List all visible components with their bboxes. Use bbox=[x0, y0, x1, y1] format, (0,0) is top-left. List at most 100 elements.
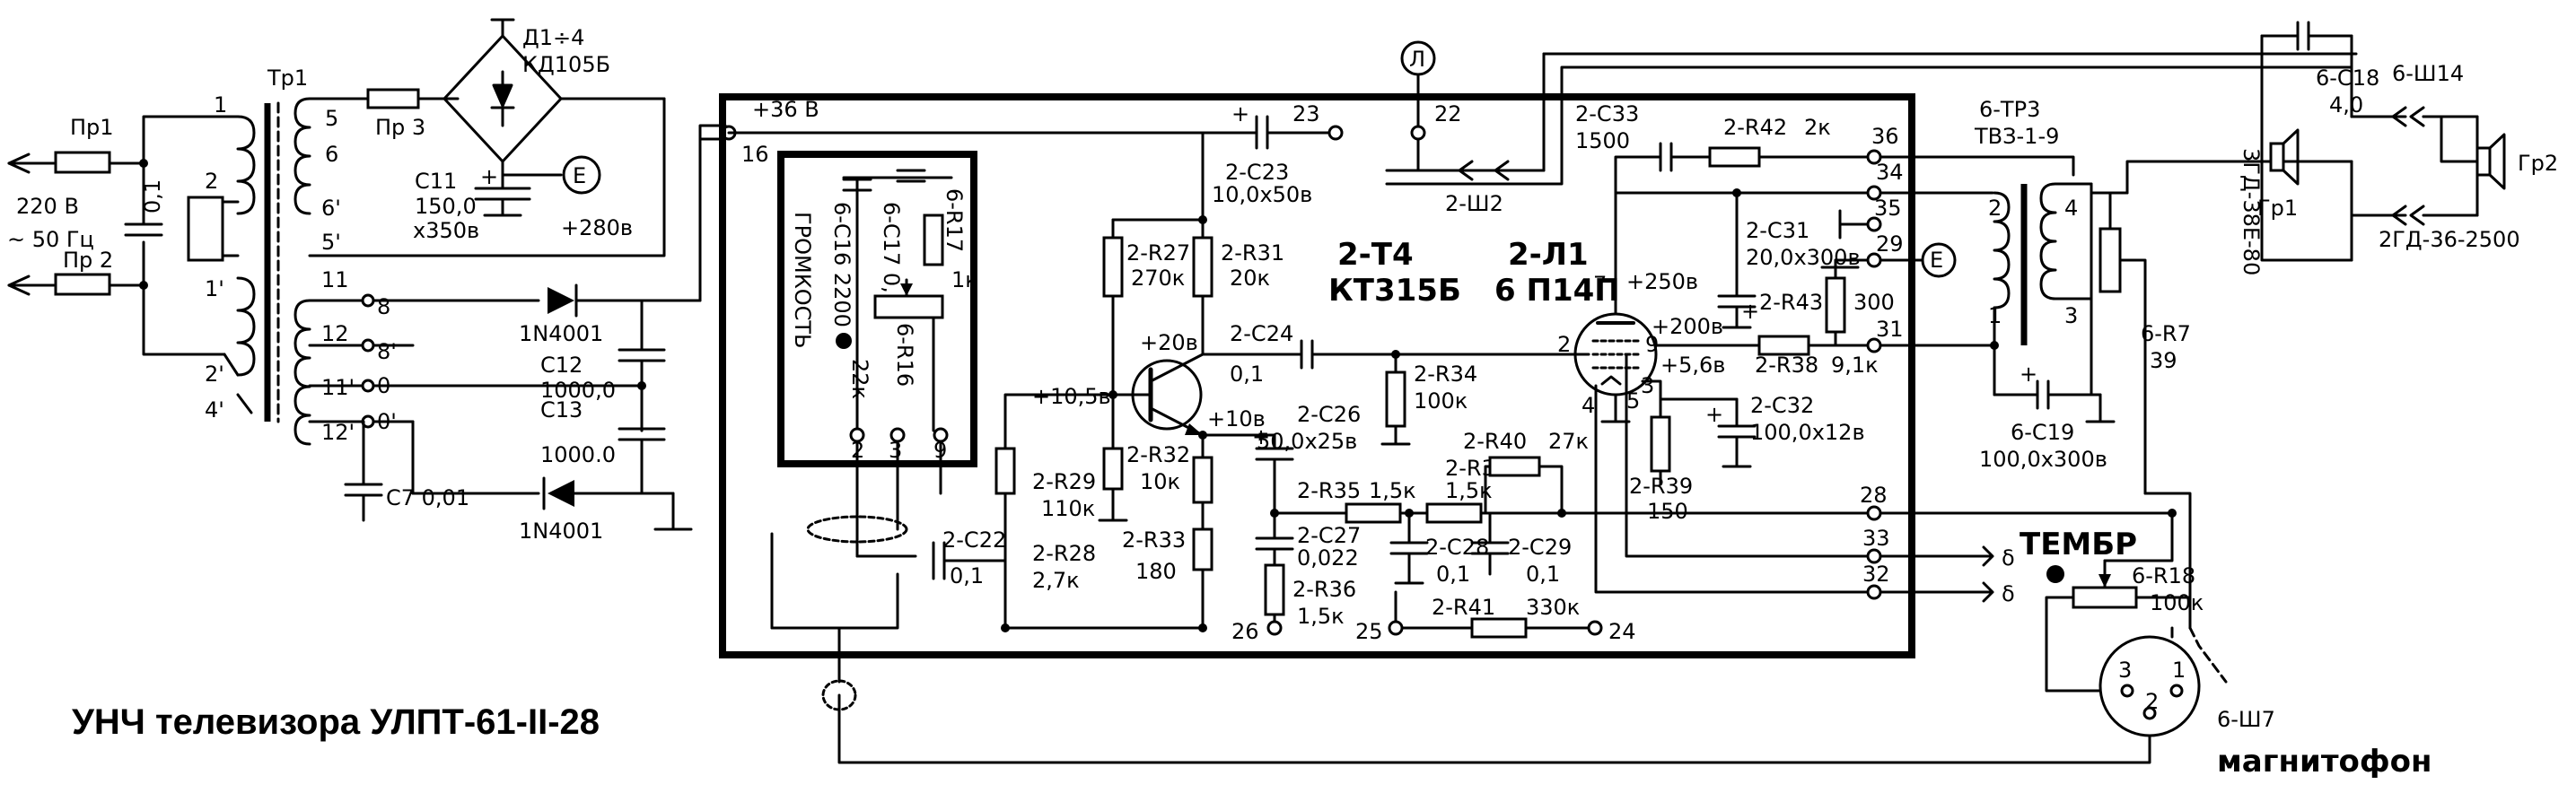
schematic-label: 1 bbox=[214, 92, 227, 118]
transformer-tr1-label: Тр1 bbox=[267, 65, 308, 91]
schematic-label: 28 bbox=[1860, 483, 1888, 508]
schematic-label: 6-R7 bbox=[2141, 321, 2191, 346]
fuse-pr2-label: Пр 2 bbox=[63, 248, 113, 273]
svg-text:+: + bbox=[1741, 299, 1759, 324]
r32 bbox=[1192, 456, 1214, 504]
schematic-label: С13 bbox=[540, 397, 583, 423]
schematic-label: 4 bbox=[1582, 393, 1595, 418]
schematic-label: 2-R32 bbox=[1126, 442, 1190, 467]
pin-25 bbox=[1388, 620, 1404, 636]
schematic-label: 2 bbox=[205, 169, 218, 194]
schematic-label: 2ГД-36-2500 bbox=[2379, 227, 2520, 252]
r37 bbox=[1425, 502, 1483, 524]
schematic-label: 6-R16 bbox=[892, 323, 917, 387]
schematic-label: 0,022 bbox=[1297, 545, 1359, 571]
tone-title: ТЕМБР bbox=[2020, 527, 2137, 562]
din-socket bbox=[2098, 635, 2201, 737]
rectifier-hv: Пр 3 Д1÷4 КД105Б + С11 150,0 х350в Е +28… bbox=[308, 18, 666, 257]
schematic-label: 0,1 bbox=[1436, 562, 1470, 587]
schematic-label: 2-R42 bbox=[1723, 115, 1787, 140]
schematic-label: 180 bbox=[1135, 559, 1177, 584]
diagram-caption: УНЧ телевизора УЛПТ-61-II-28 bbox=[72, 702, 600, 742]
pin-26 bbox=[1266, 620, 1283, 636]
pin-35 bbox=[1866, 216, 1882, 232]
schematic-label: δ bbox=[2002, 581, 2015, 606]
tone-control: δ δ ТЕМБР 6-R18 100к bbox=[1879, 509, 2204, 630]
schematic-label: 9,1к bbox=[1831, 353, 1879, 378]
c11-value: 150,0 bbox=[415, 194, 477, 219]
svg-text:+: + bbox=[1705, 402, 1723, 427]
schematic-label: 6-R18 bbox=[2132, 563, 2195, 588]
schematic-label: 5' bbox=[321, 230, 341, 255]
c7-label: С7 0,01 bbox=[386, 485, 469, 510]
c23-label: 2-С23 bbox=[1225, 160, 1289, 185]
schematic-label: 330к bbox=[1526, 595, 1580, 620]
schematic-label: 9 bbox=[1645, 332, 1659, 357]
r7 bbox=[2098, 227, 2122, 293]
c17-label: 6-С17 0,1 bbox=[879, 202, 904, 307]
schematic-label: 100к bbox=[2150, 590, 2204, 615]
recorder-label: магнитофон bbox=[2217, 744, 2431, 780]
schematic-label: 3 bbox=[1641, 373, 1654, 398]
schematic-label: 27к bbox=[1548, 429, 1589, 454]
schematic-label: 6-С18 bbox=[2316, 65, 2379, 91]
r41 bbox=[1470, 617, 1528, 639]
r28 bbox=[994, 447, 1016, 495]
diode-bottom-label: 1N4001 bbox=[519, 518, 603, 544]
pin-32 bbox=[1866, 584, 1882, 600]
schematic-label: 2-R35 bbox=[1297, 478, 1361, 503]
schematic-label: 29 bbox=[1876, 231, 1904, 257]
schematic-label: 7 bbox=[1593, 272, 1607, 297]
schematic-label: 25 bbox=[1355, 619, 1383, 644]
fuse-pr2 bbox=[54, 273, 111, 296]
schematic-label: 2-С26 bbox=[1297, 402, 1361, 427]
schematic-label: 100к bbox=[1414, 388, 1468, 414]
schematic-label: 300 bbox=[1853, 290, 1895, 315]
t4-type: КТ315Б bbox=[1328, 273, 1461, 309]
schematic-label: 1500 bbox=[1575, 128, 1630, 153]
schematic-label: 1000.0 bbox=[540, 442, 616, 467]
schematic-label: 4,0 bbox=[2329, 92, 2363, 118]
l1-type: 6 П14П bbox=[1494, 273, 1620, 309]
schematic-label: Е bbox=[573, 163, 586, 188]
fuse-pr1 bbox=[54, 151, 111, 174]
schematic-label: 12' bbox=[321, 420, 355, 445]
schematic-label: 1,5к bbox=[1369, 478, 1416, 503]
schematic-label: Е bbox=[1930, 248, 1943, 273]
pin-22 bbox=[1410, 125, 1426, 141]
schematic-label: 6-ТР3 bbox=[1979, 97, 2040, 122]
schematic-label: 150 bbox=[1647, 499, 1688, 524]
schematic-label: +200в bbox=[1652, 314, 1723, 339]
schematic-label: +250в bbox=[1626, 269, 1698, 294]
schematic-label: 2-С33 bbox=[1575, 101, 1639, 126]
schematic-label: 39 bbox=[2150, 348, 2177, 373]
r42 bbox=[1708, 146, 1761, 168]
schematic-label: 11 bbox=[321, 267, 349, 292]
schematic-label: 11' bbox=[321, 375, 355, 400]
svg-text:+: + bbox=[2020, 362, 2037, 387]
schematic-label: 3 bbox=[889, 438, 902, 463]
c11-label: С11 bbox=[415, 169, 457, 194]
pin-28 bbox=[1866, 505, 1882, 521]
r16 bbox=[873, 294, 944, 319]
fuse-pr3 bbox=[366, 88, 420, 109]
schematic-label: 31 bbox=[1876, 317, 1904, 342]
schematic-label: 20к bbox=[1230, 266, 1270, 291]
schematic-label: +20в bbox=[1140, 330, 1198, 355]
schematic-label: 2-С27 bbox=[1297, 523, 1361, 548]
mains-voltage: 220 В bbox=[16, 194, 79, 219]
schematic-label: 2-R40 bbox=[1463, 429, 1527, 454]
bridge-diode-type: КД105Б bbox=[522, 52, 610, 77]
schematic-label: 2-С31 bbox=[1746, 218, 1809, 243]
schematic-label: 2к bbox=[1804, 115, 1831, 140]
transistor-stage: + 23 2-С23 10,0х50в 2-R27 270к 2-R31 20к… bbox=[994, 101, 1590, 632]
output-stage: 6-ТР3 ТВЗ-1-9 2 4 1 3 + 6-С19 100,0х300в… bbox=[1542, 21, 2558, 495]
mains-input: Пр1 Пр 2 220 В ~ 50 Гц 0,1 bbox=[7, 115, 226, 356]
schematic-label: 6-Ш7 bbox=[2217, 707, 2275, 732]
schematic-label: 32 bbox=[1862, 562, 1890, 587]
svg-text:+: + bbox=[1231, 101, 1249, 126]
schematic-label: 2-С32 bbox=[1750, 393, 1814, 418]
schematic-label: 16 bbox=[741, 142, 769, 167]
schematic-label: 2-R34 bbox=[1414, 362, 1477, 387]
volume-frame bbox=[777, 151, 977, 467]
